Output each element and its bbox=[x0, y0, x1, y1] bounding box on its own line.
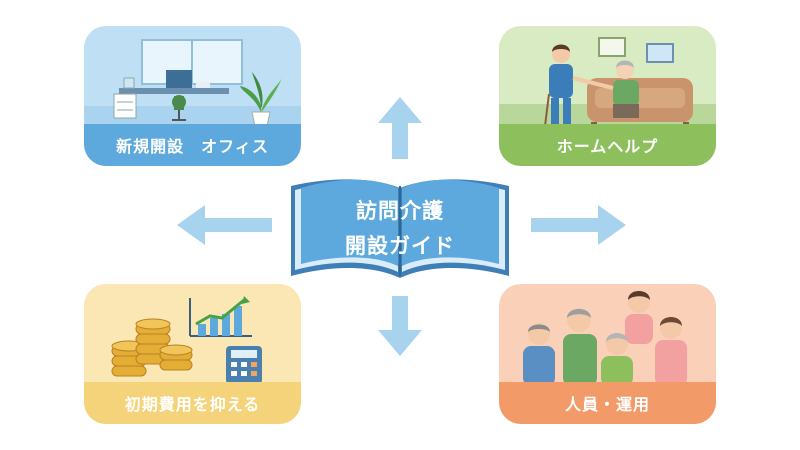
staff-group-illustration bbox=[523, 291, 687, 386]
arrow-left-icon bbox=[177, 205, 272, 245]
arrow-up-icon bbox=[378, 97, 422, 159]
arrow-down-icon bbox=[378, 296, 422, 356]
arrow-right-icon bbox=[531, 205, 626, 245]
home-help-label: ホームヘルプ bbox=[499, 124, 716, 166]
book-title-line1: 訪問介護 bbox=[356, 199, 444, 223]
initial-cost-card: 初期費用を抑える bbox=[84, 284, 301, 424]
initial-cost-label: 初期費用を抑える bbox=[84, 382, 301, 424]
staff-operation-label: 人員・運用 bbox=[499, 382, 716, 424]
calculator-icon bbox=[226, 346, 262, 384]
office-label: 新規開設 オフィス bbox=[84, 124, 301, 166]
home-help-card: ホームヘルプ bbox=[499, 26, 716, 166]
book-title-line2: 開設ガイド bbox=[345, 234, 455, 258]
open-book-icon bbox=[291, 179, 509, 278]
cost-illustration bbox=[111, 296, 262, 384]
coin-stack-icon bbox=[111, 318, 193, 377]
staff-operation-card: 人員・運用 bbox=[499, 284, 716, 424]
office-card: 新規開設 オフィス bbox=[84, 26, 301, 166]
rising-chart-icon bbox=[189, 296, 252, 337]
office-illustration bbox=[84, 39, 301, 127]
